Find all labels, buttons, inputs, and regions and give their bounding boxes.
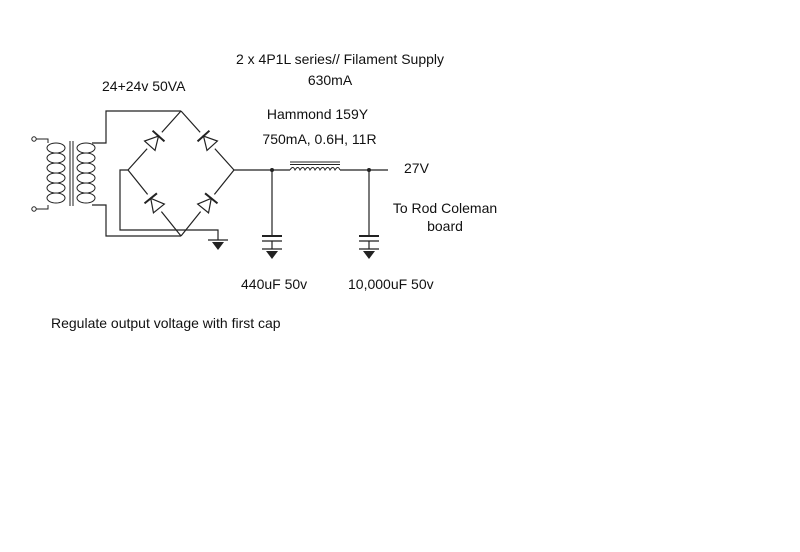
- choke-name: Hammond 159Y: [266, 106, 369, 122]
- secondary-lead-bottom: [92, 204, 181, 237]
- note-text: Regulate output voltage with first cap: [51, 315, 281, 331]
- primary-terminal-top: [31, 136, 37, 142]
- output-destination-line-1: To Rod Coleman: [392, 200, 498, 216]
- diode-bottom-left-icon: [140, 188, 169, 218]
- choke-inductor-icon: [289, 161, 341, 172]
- secondary-lead-top: [92, 110, 181, 144]
- primary-lead-bottom: [36, 205, 49, 210]
- title-line-1: 2 x 4P1L series// Filament Supply: [235, 51, 445, 67]
- capacitor-2-icon: [359, 170, 379, 259]
- secondary-coil: [76, 142, 96, 204]
- title-line-2: 630mA: [307, 72, 353, 88]
- capacitor-1-label: 440uF 50v: [241, 276, 308, 292]
- output-destination-line-2: board: [427, 218, 463, 234]
- diode-top-right-icon: [193, 126, 222, 155]
- centre-tap-wire: [119, 169, 186, 231]
- output-voltage: 27V: [404, 160, 429, 176]
- primary-lead-top: [36, 138, 49, 143]
- primary-terminal-bottom: [31, 206, 37, 212]
- transformer-symbol: [31, 110, 181, 237]
- capacitor-1-icon: [262, 170, 282, 259]
- diode-top-left-icon: [140, 126, 169, 155]
- diode-bottom-right-icon: [193, 188, 222, 218]
- bridge-rectifier: [119, 110, 235, 240]
- capacitor-2-label: 10,000uF 50v: [348, 276, 434, 292]
- transformer-label: 24+24v 50VA: [102, 78, 186, 94]
- choke-spec: 750mA, 0.6H, 11R: [262, 131, 377, 147]
- ground-lead: [186, 229, 219, 240]
- ground-icon-bridge: [208, 239, 228, 250]
- primary-coil: [46, 142, 66, 204]
